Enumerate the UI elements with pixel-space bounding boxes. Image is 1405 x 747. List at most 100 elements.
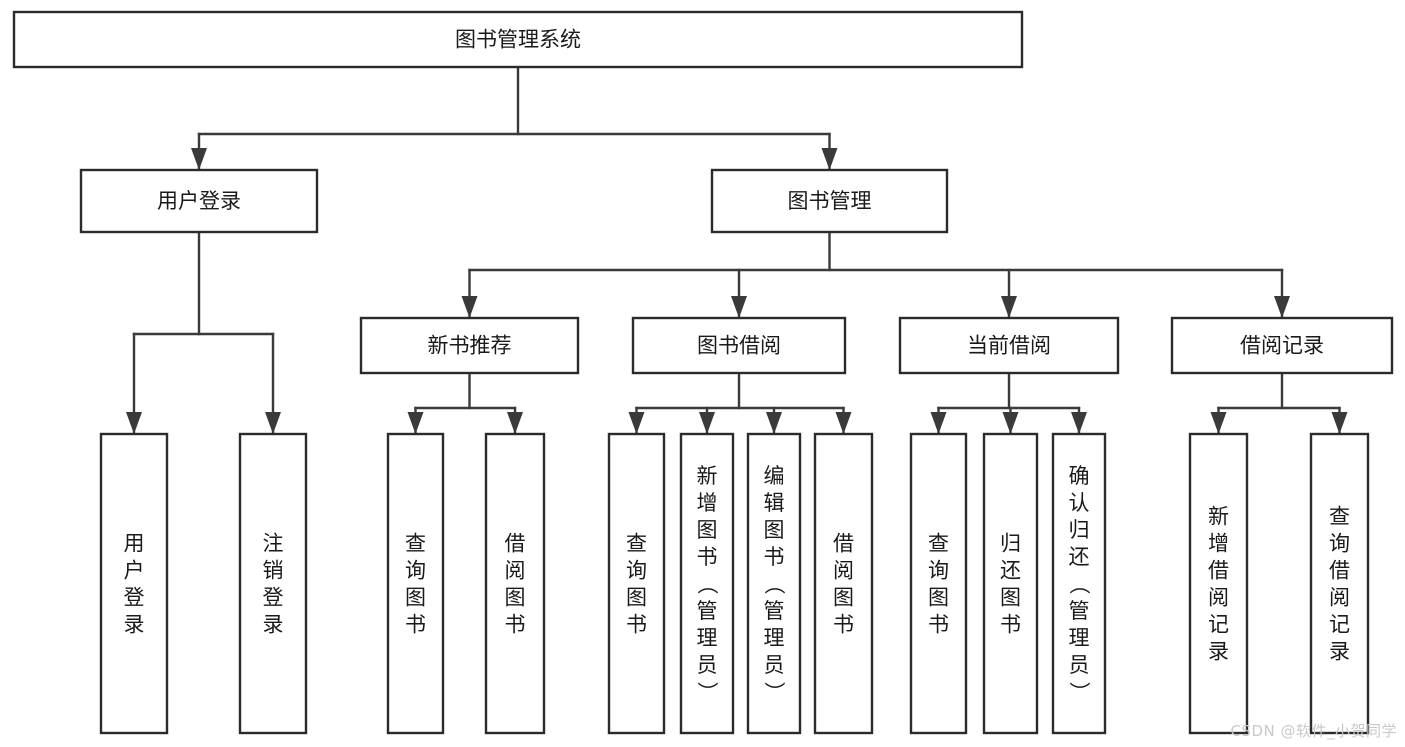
node-label-char: 辑 <box>764 491 785 515</box>
node-label-char: （ <box>695 574 719 595</box>
node-l2_3[interactable]: 借阅记录 <box>1170 316 1394 375</box>
node-box <box>679 432 735 735</box>
node-label-char: 录 <box>1208 640 1229 664</box>
node-box <box>99 432 169 735</box>
node-label-char: 理 <box>697 626 718 650</box>
node-box <box>909 432 968 735</box>
node-label-char: 户 <box>124 559 145 583</box>
node-l1_1[interactable]: 图书管理 <box>710 168 949 234</box>
node-label-char: 图 <box>697 518 718 542</box>
node-box <box>746 432 802 735</box>
node-label-char: ） <box>1067 682 1091 703</box>
node-label-char: 书 <box>928 613 949 637</box>
connectors-layer <box>126 65 1348 436</box>
node-box <box>631 316 847 375</box>
node-label-char: 查 <box>405 532 426 556</box>
node-l2_2[interactable]: 当前借阅 <box>898 316 1120 375</box>
node-label: 图书借阅 <box>697 334 781 358</box>
node-label-char: 管 <box>764 599 785 623</box>
node-box <box>898 316 1120 375</box>
node-label-char: （ <box>762 574 786 595</box>
node-label-char: 员 <box>764 653 785 677</box>
node-label-char: 书 <box>697 545 718 569</box>
node-label-char: 询 <box>928 559 949 583</box>
node-label-char: 确 <box>1069 464 1090 488</box>
node-label-char: 图 <box>405 586 426 610</box>
node-box <box>484 432 546 735</box>
connector-arrowhead-icon <box>126 412 142 434</box>
node-box <box>710 168 949 234</box>
connector-arrowhead-icon <box>191 148 207 170</box>
node-label: 图书管理系统 <box>455 28 581 52</box>
connector-arrowhead-icon <box>1002 412 1019 434</box>
node-label-char: 编 <box>764 464 785 488</box>
connector-arrowhead-icon <box>1274 296 1290 318</box>
node-box <box>1170 316 1394 375</box>
connector-arrowhead-icon <box>766 412 782 434</box>
node-box <box>386 432 445 735</box>
node-label-char: 注 <box>263 532 284 556</box>
node-label-char: ） <box>762 682 786 703</box>
node-box <box>12 10 1024 69</box>
node-label-char: 借 <box>833 532 854 556</box>
connector-arrowhead-icon <box>930 412 947 434</box>
node-label-char: 借 <box>1329 559 1350 583</box>
node-box <box>1188 432 1249 735</box>
node-label-char: 用 <box>124 532 145 556</box>
node-label-char: 书 <box>405 613 426 637</box>
connector-arrowhead-icon <box>821 148 838 170</box>
node-label: 新书推荐 <box>428 334 512 358</box>
node-label-char: 图 <box>626 586 647 610</box>
node-label-char: 销 <box>263 559 284 583</box>
node-label-char: 图 <box>928 586 949 610</box>
node-l2_1[interactable]: 图书借阅 <box>631 316 847 375</box>
node-label-char: 查 <box>626 532 647 556</box>
node-label-char: 询 <box>405 559 426 583</box>
node-label-char: 阅 <box>1208 586 1229 610</box>
connector-arrowhead-icon <box>628 412 645 434</box>
node-label-char: 借 <box>505 532 526 556</box>
node-label-char: 图 <box>505 586 526 610</box>
node-label-char: 还 <box>1000 559 1021 583</box>
node-box <box>1051 432 1107 735</box>
node-label-char: 录 <box>124 613 145 637</box>
connector-arrowhead-icon <box>731 296 747 318</box>
node-root[interactable]: 图书管理系统 <box>12 10 1024 69</box>
connector-arrowhead-icon <box>835 412 852 434</box>
node-l2_0[interactable]: 新书推荐 <box>359 316 580 375</box>
node-label-char: 阅 <box>505 559 526 583</box>
node-label-char: 管 <box>1069 599 1090 623</box>
node-label-char: ） <box>695 682 719 703</box>
node-label-char: 员 <box>697 653 718 677</box>
node-box <box>1309 432 1370 735</box>
node-label-char: 归 <box>1069 518 1090 542</box>
node-label-char: 书 <box>1000 613 1021 637</box>
node-box <box>79 168 319 234</box>
node-box <box>982 432 1039 735</box>
node-l1_0[interactable]: 用户登录 <box>79 168 319 234</box>
node-label-char: 查 <box>928 532 949 556</box>
node-label-char: 图 <box>833 586 854 610</box>
node-label-char: 理 <box>764 626 785 650</box>
node-label-char: 书 <box>833 613 854 637</box>
node-label-char: 新 <box>1208 505 1229 529</box>
node-label-char: 书 <box>626 613 647 637</box>
connector-arrowhead-icon <box>265 412 281 434</box>
node-leaf_0[interactable]: 用户登录 <box>99 432 169 735</box>
node-label-char: 书 <box>505 613 526 637</box>
node-label-char: 书 <box>764 545 785 569</box>
